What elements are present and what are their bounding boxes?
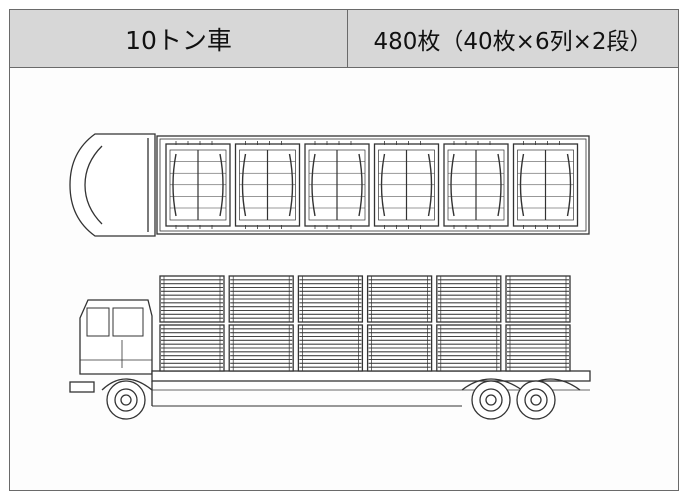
side-view-pallet-stack: [159, 275, 571, 372]
side-pallet-block: [228, 275, 294, 323]
truck-type-cell: 10トン車: [10, 10, 348, 67]
truck-spec-figure: 10トン車 480枚（40枚×6列×2段）: [9, 9, 679, 491]
top-pallet-unit: [443, 141, 509, 229]
side-pallet-block: [159, 275, 225, 323]
front-wheel: [106, 380, 146, 420]
side-pallet-block: [505, 324, 571, 372]
truck-top-view: [69, 133, 590, 237]
top-pallet-unit: [304, 141, 370, 229]
side-pallet-block: [436, 275, 502, 323]
rear-wheel-2: [516, 380, 556, 420]
side-pallet-block: [505, 275, 571, 323]
side-pallet-block: [297, 275, 364, 323]
top-pallet-unit: [165, 141, 231, 229]
side-view-bed: [151, 370, 591, 382]
side-pallet-block: [366, 275, 433, 323]
rear-wheel-1: [471, 380, 511, 420]
capacity-cell: 480枚（40枚×6列×2段）: [348, 10, 678, 67]
side-pallet-block: [297, 324, 364, 372]
top-pallet-unit: [512, 141, 579, 229]
spec-header-row: 10トン車 480枚（40枚×6列×2段）: [10, 10, 678, 68]
top-pallet-unit: [234, 141, 301, 229]
side-pallet-block: [159, 324, 225, 372]
side-pallet-block: [228, 324, 294, 372]
truck-loading-diagram: [69, 133, 591, 420]
top-view-pallet-row: [165, 141, 579, 229]
top-pallet-unit: [373, 141, 440, 229]
truck-side-view: [69, 275, 591, 420]
side-view-cab: [79, 299, 153, 375]
top-view-cab: [69, 133, 156, 237]
side-pallet-block: [436, 324, 502, 372]
side-pallet-block: [366, 324, 433, 372]
